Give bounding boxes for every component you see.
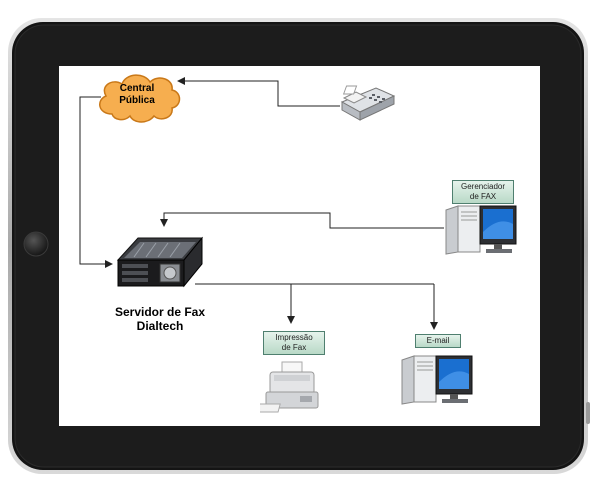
- cloud-icon: [99, 74, 181, 123]
- side-switch: [586, 402, 590, 424]
- fax-manager-label: Gerenciador de FAX: [452, 180, 514, 204]
- manager-to-server-arrow: [160, 212, 444, 229]
- fax-to-cloud-arrow: [177, 77, 340, 107]
- cloud-label: Central Pública: [119, 83, 155, 106]
- laser-printer-icon: [260, 361, 319, 413]
- fax-print-label: Impressão de Fax: [263, 331, 325, 355]
- cloud-to-server-arrow: [79, 96, 113, 268]
- fax-machine-icon: [340, 85, 396, 121]
- desktop-computer-icon: [401, 355, 473, 405]
- email-label: E-mail: [415, 334, 461, 348]
- desktop-computer-icon: [445, 205, 517, 255]
- server-rack-icon: [116, 236, 204, 288]
- server-label: Servidor de Fax Dialtech: [114, 305, 206, 333]
- home-button: [23, 231, 49, 257]
